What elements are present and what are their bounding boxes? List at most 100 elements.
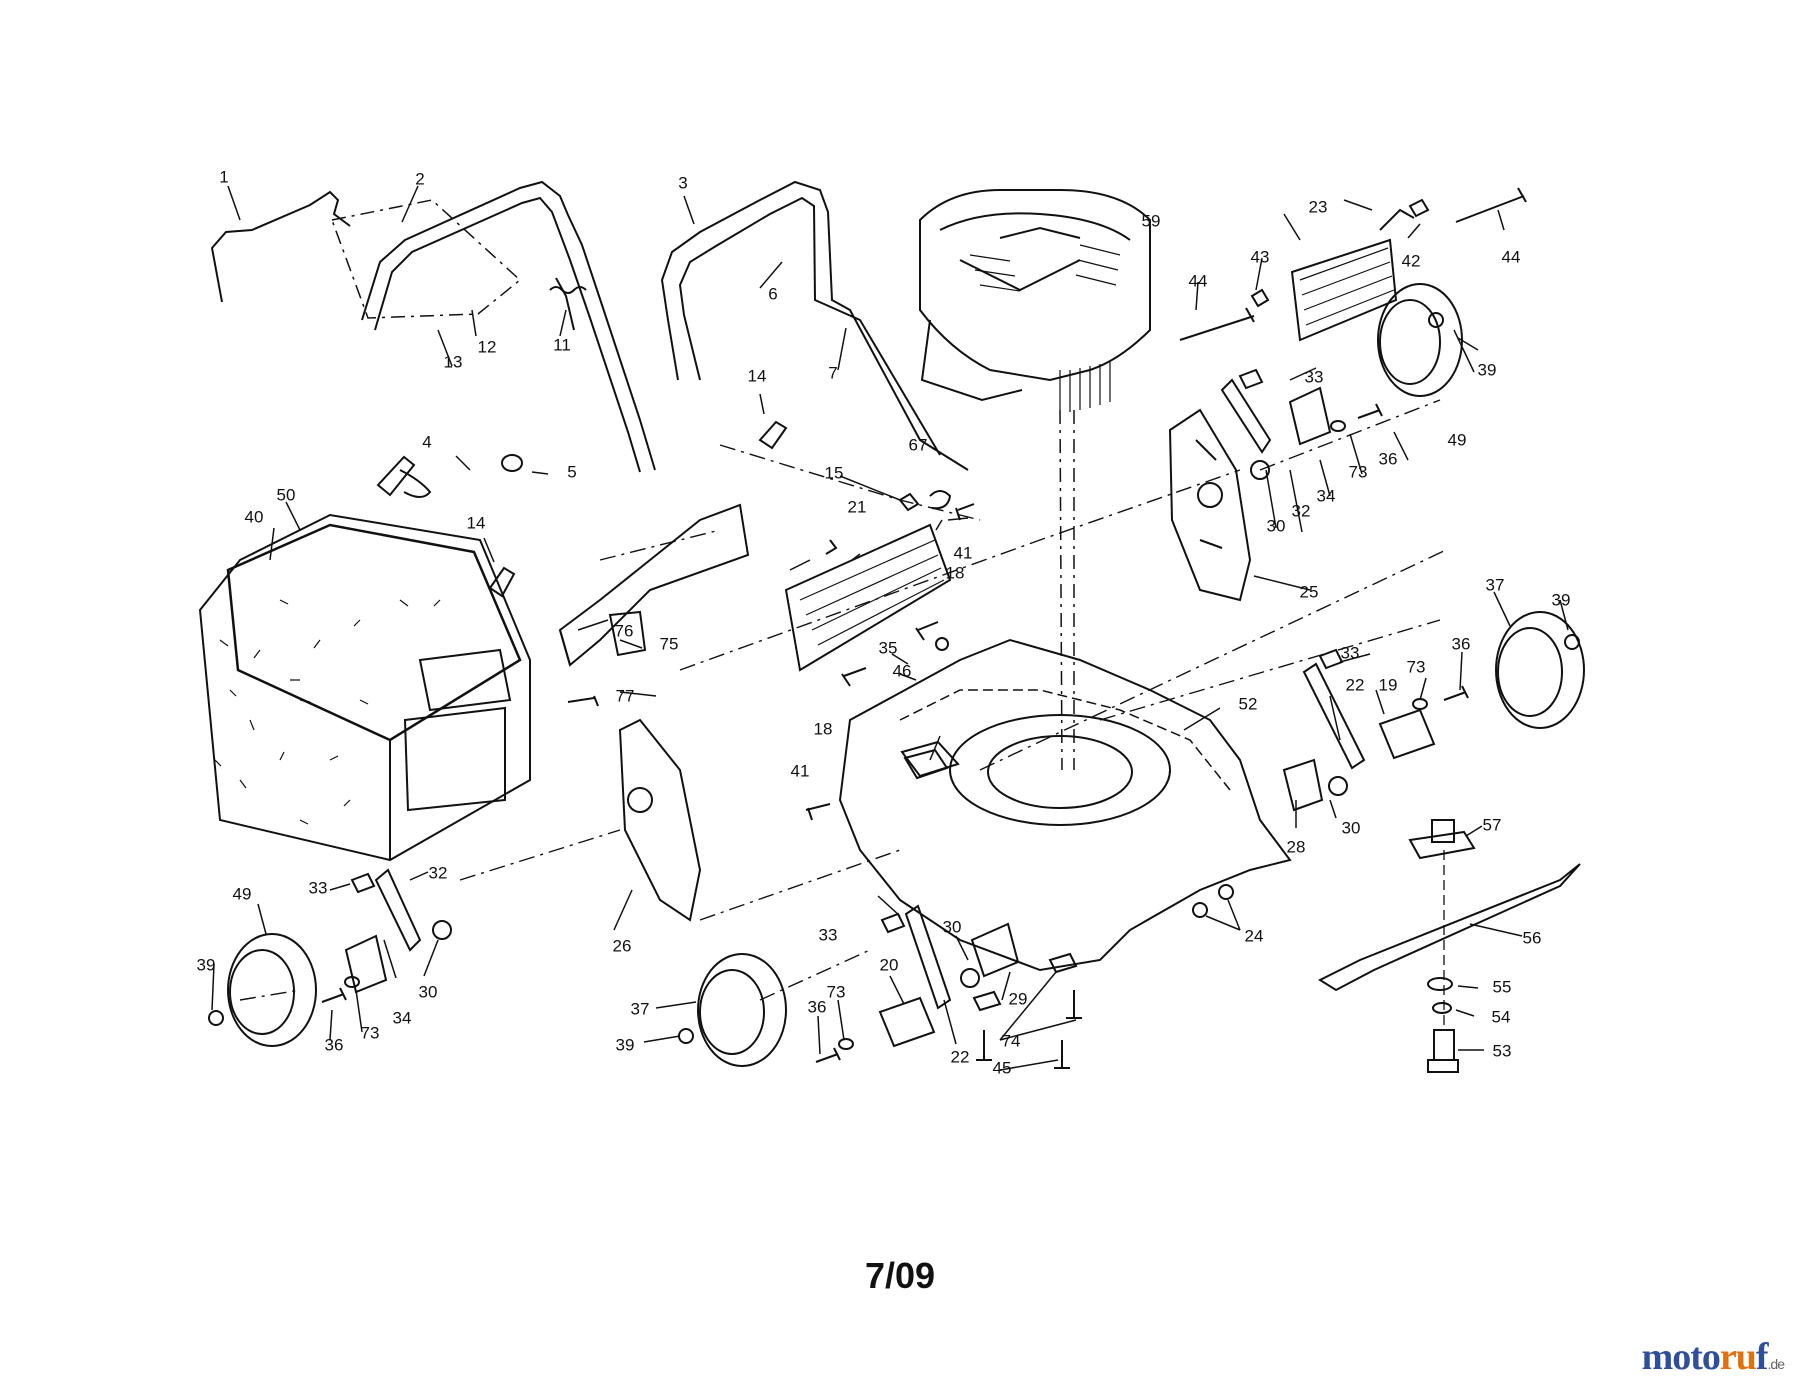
part-bolt-41a <box>955 503 975 521</box>
part-clip-74a <box>972 990 1002 1012</box>
callout-53: 53 <box>1493 1041 1512 1060</box>
part-bolt-36d <box>815 1047 841 1063</box>
part-bolt-18a <box>915 621 939 641</box>
part-nut-39b <box>1564 634 1580 650</box>
part-bracket-29 <box>970 922 1020 978</box>
part-arm-32a <box>1220 378 1272 454</box>
callout-74: 74 <box>1002 1031 1021 1050</box>
callout-32b: 32 <box>429 863 448 882</box>
callout-15: 15 <box>825 463 844 482</box>
callout-34a: 34 <box>1317 486 1336 505</box>
callout-25: 25 <box>1300 582 1319 601</box>
callout-42: 42 <box>1402 251 1421 270</box>
callout-22b: 22 <box>951 1047 970 1066</box>
part-bolt-77 <box>567 695 599 707</box>
part-spacer-73b <box>1412 698 1428 710</box>
part-arm-22b <box>904 904 952 1010</box>
part-bracket-28 <box>1282 758 1324 812</box>
callout-23: 23 <box>1309 197 1328 216</box>
part-mower-deck <box>838 638 1292 972</box>
callout-26: 26 <box>613 936 632 955</box>
callout-39c: 39 <box>197 955 216 974</box>
part-side-bracket-26 <box>618 718 702 922</box>
watermark-part1: moto <box>1641 1336 1721 1378</box>
part-grass-catcher <box>198 513 531 862</box>
callout-36c: 36 <box>325 1035 344 1054</box>
part-plate-34a <box>1288 386 1332 446</box>
callout-76: 76 <box>615 621 634 640</box>
callout-20: 20 <box>880 955 899 974</box>
callout-30b: 30 <box>1342 818 1361 837</box>
callout-73d: 73 <box>827 982 846 1001</box>
callout-75: 75 <box>660 634 679 653</box>
callout-5: 5 <box>567 462 576 481</box>
callout-73c: 73 <box>361 1023 380 1042</box>
callout-46: 46 <box>893 661 912 680</box>
callout-labels: 1 2 3 4 5 6 7 11 12 13 14 14 15 18 18 19… <box>197 167 1571 1077</box>
part-spacer-73d <box>838 1038 854 1050</box>
callout-30d: 30 <box>943 917 962 936</box>
callout-39d: 39 <box>616 1035 635 1054</box>
part-engine <box>919 189 1151 382</box>
part-spacer-73c <box>344 976 360 988</box>
part-bolt-36c <box>321 987 347 1003</box>
part-washer-30a <box>1250 460 1270 480</box>
callout-67: 67 <box>909 435 928 454</box>
part-plate-34b <box>344 934 388 994</box>
callout-3: 3 <box>678 173 687 192</box>
callout-73b: 73 <box>1407 657 1426 676</box>
callout-33b: 33 <box>1341 643 1360 662</box>
part-pad-33c <box>350 872 376 894</box>
callout-33d: 33 <box>819 925 838 944</box>
callout-21: 21 <box>848 497 867 516</box>
callout-50: 50 <box>277 485 296 504</box>
part-nut-24b <box>1192 902 1208 918</box>
part-blade-adapter <box>1408 830 1476 860</box>
callout-24: 24 <box>1245 926 1264 945</box>
callout-35: 35 <box>879 638 898 657</box>
watermark-part3: f <box>1755 1336 1769 1378</box>
callout-56: 56 <box>1523 928 1542 947</box>
part-nut-39c <box>208 1010 224 1026</box>
part-knob-14a <box>488 566 516 598</box>
part-washer-30d <box>960 968 980 988</box>
part-washer-30c <box>432 920 452 940</box>
callout-6: 6 <box>768 284 777 303</box>
part-rear-guard <box>1290 238 1398 342</box>
callout-4: 4 <box>422 432 431 451</box>
callout-11: 11 <box>553 335 571 354</box>
callout-14b: 14 <box>467 513 486 532</box>
part-nut-24a <box>1218 884 1234 900</box>
callout-18b: 18 <box>814 719 833 738</box>
part-upper-handle <box>361 180 656 471</box>
part-clip-74b <box>1048 952 1078 974</box>
part-blade-bolt <box>1427 1029 1459 1073</box>
watermark-logo: motoruf.de <box>1641 1335 1785 1379</box>
part-nut-39d <box>678 1028 694 1044</box>
part-bolt-44b <box>1455 187 1527 223</box>
part-hinge-15 <box>898 492 920 512</box>
callout-12: 12 <box>478 337 497 356</box>
callout-37a: 37 <box>1486 575 1505 594</box>
callout-30c: 30 <box>419 982 438 1001</box>
callout-73a: 73 <box>1349 462 1368 481</box>
callout-36b: 36 <box>1452 634 1471 653</box>
callout-77: 77 <box>616 686 635 705</box>
callout-37b: 37 <box>631 999 650 1018</box>
callout-33a: 33 <box>1305 367 1324 386</box>
part-wheel-37a <box>1495 611 1585 729</box>
callout-28: 28 <box>1287 837 1306 856</box>
callout-36a: 36 <box>1379 449 1398 468</box>
part-bolt-45b <box>1066 990 1082 1019</box>
part-hook-67 <box>929 490 952 510</box>
part-knob-14b <box>758 420 788 450</box>
part-nut-42 <box>1408 198 1430 218</box>
callout-55: 55 <box>1493 977 1512 996</box>
part-spacer-73a <box>1330 420 1346 432</box>
callout-19: 19 <box>1379 675 1398 694</box>
part-bolt-45c <box>1054 1040 1070 1069</box>
part-plate-19 <box>1378 708 1436 760</box>
part-plate-20 <box>878 996 936 1048</box>
part-bolt-36a <box>1357 403 1383 419</box>
